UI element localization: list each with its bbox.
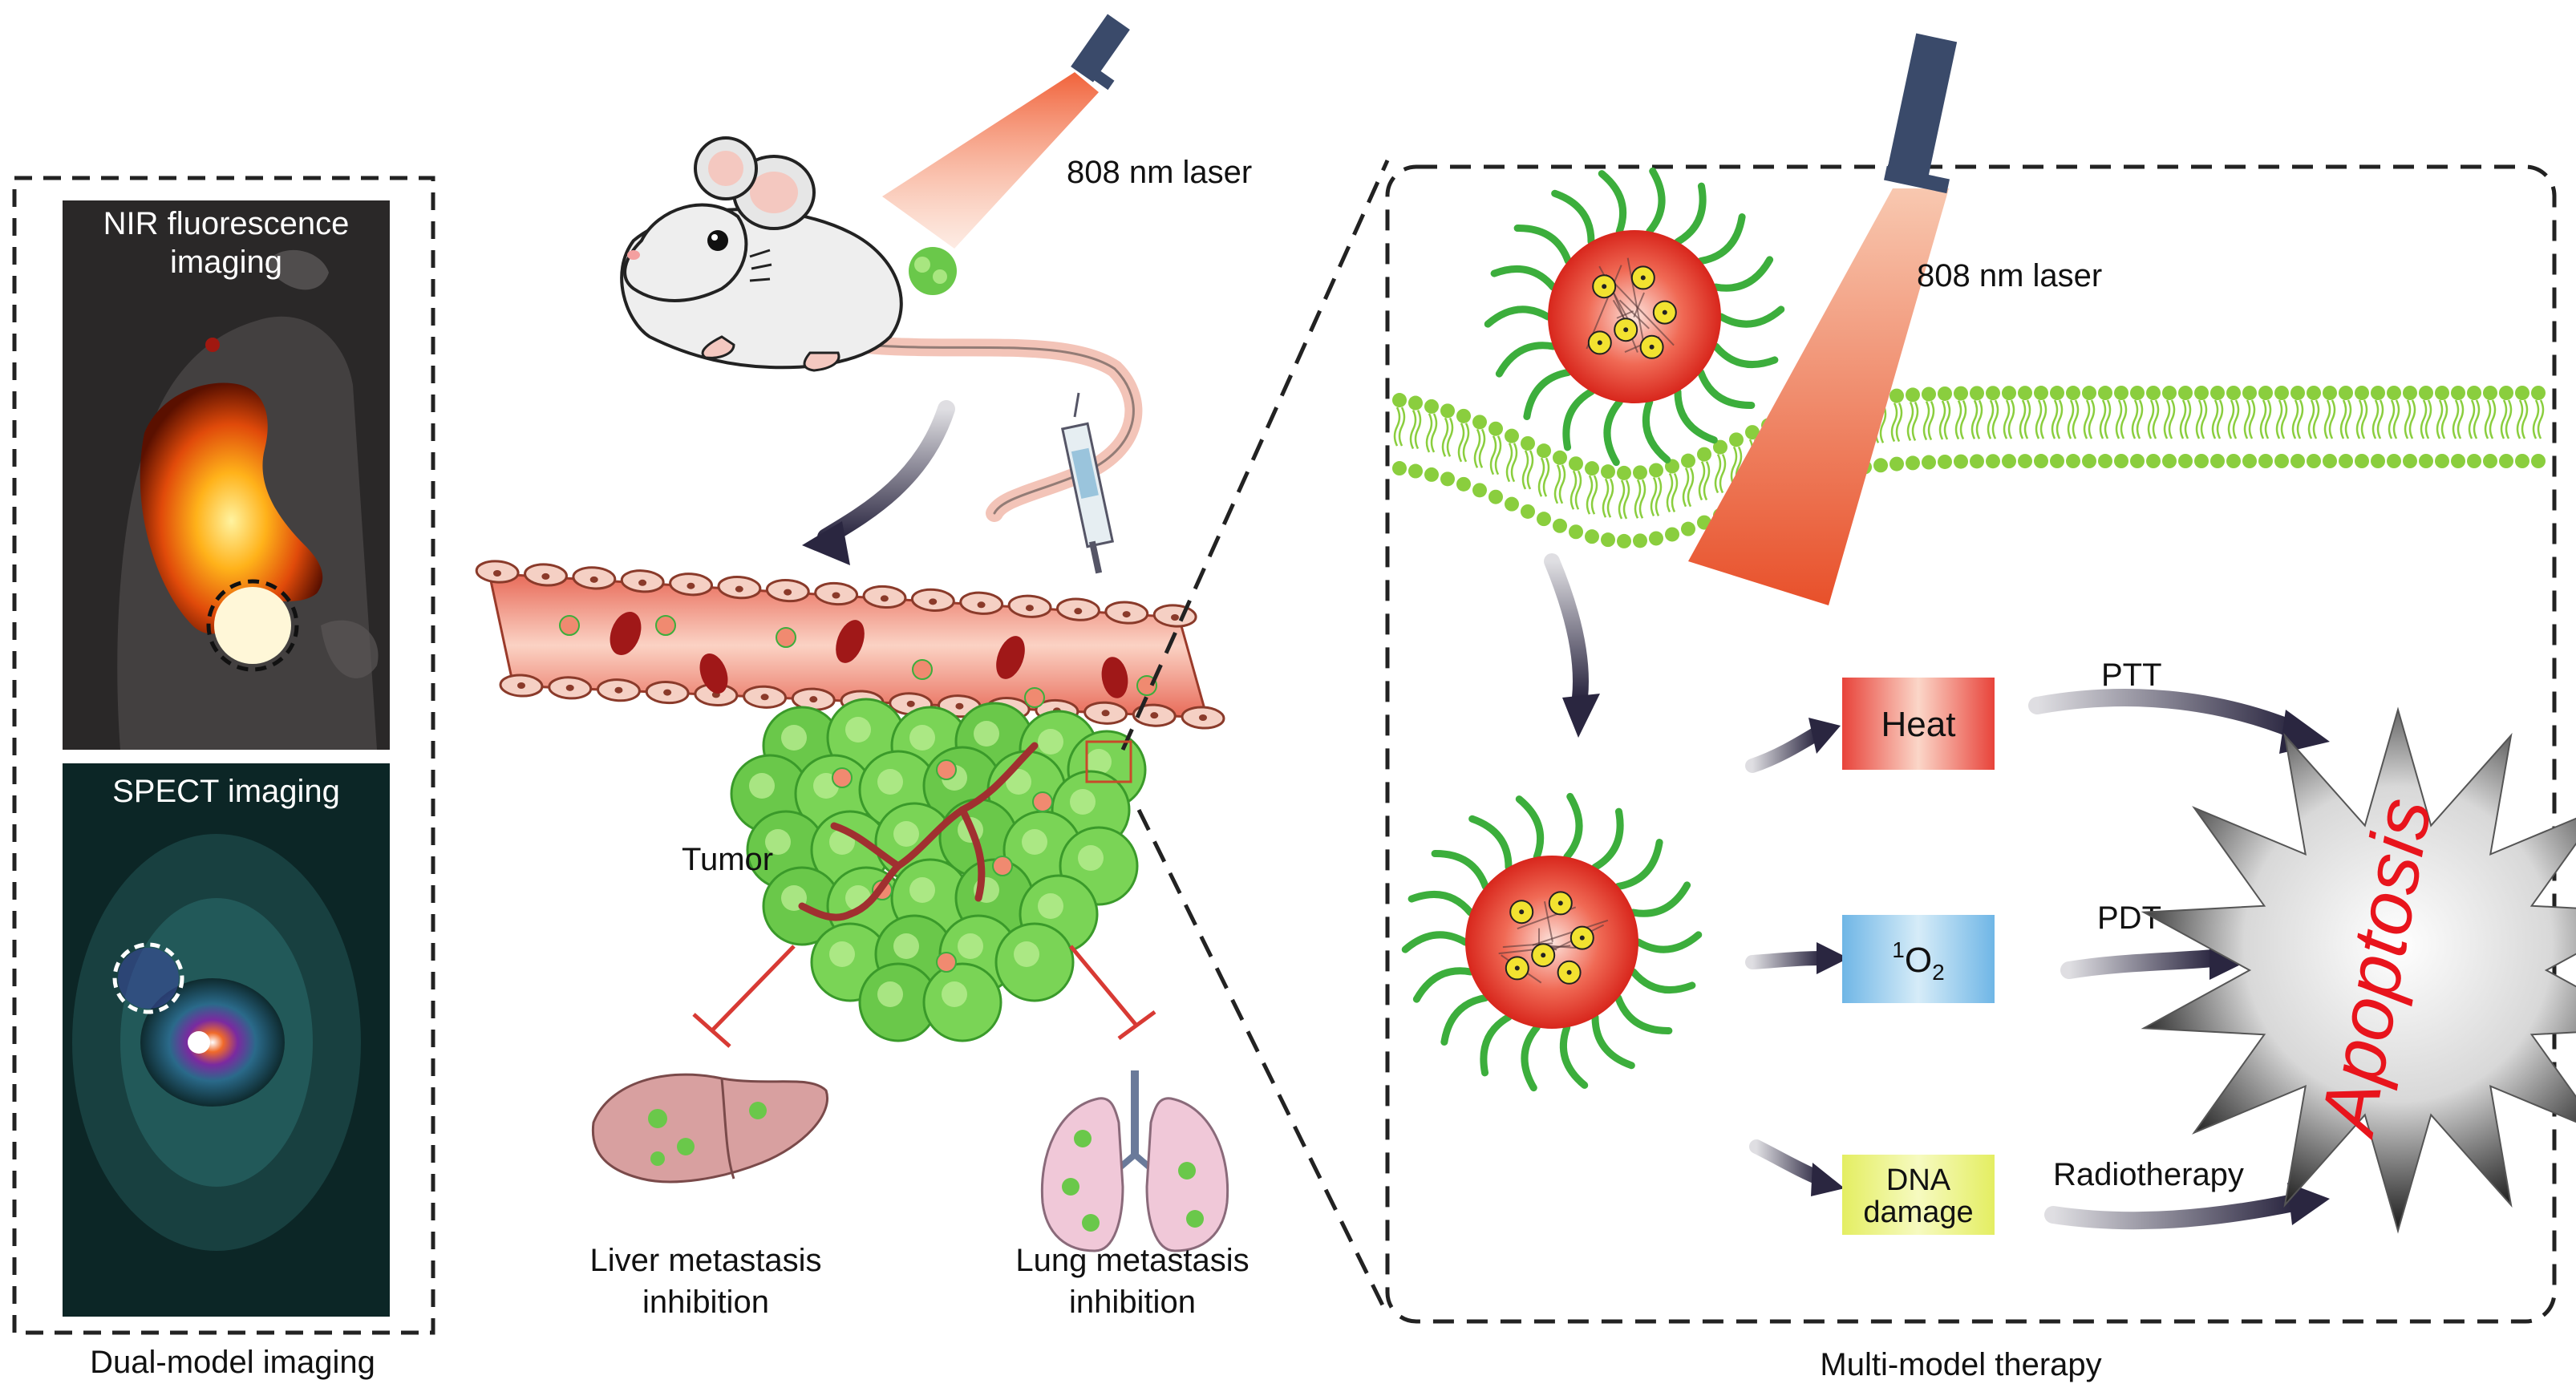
nanoparticle-top: [1488, 171, 1781, 462]
mouse-illustration: [622, 138, 1133, 513]
mouse-laser-device: [882, 14, 1130, 249]
nanoparticle-bottom: [1405, 796, 1699, 1087]
singlet-oxygen-superscript: 1: [1892, 937, 1905, 962]
liver-label-line2: inhibition: [642, 1285, 769, 1320]
tumor-mass: [731, 699, 1145, 1041]
dna-label-line2: damage: [1863, 1196, 1973, 1229]
uptake-arrow: [1552, 561, 1581, 698]
heat-label: Heat: [1881, 705, 1956, 744]
cell-membrane: [1392, 386, 2546, 548]
imaging-panel-title: Dual-model imaging: [90, 1345, 375, 1380]
therapy-laser-device: [1884, 34, 1957, 194]
liver-illustration: [593, 1074, 827, 1182]
singlet-oxygen-symbol: O: [1905, 941, 1932, 980]
nir-title-line2: imaging: [170, 245, 282, 280]
radiotherapy-label: Radiotherapy: [2053, 1157, 2244, 1192]
lung-illustration: [1042, 1070, 1227, 1251]
singlet-oxygen-subscript: 2: [1932, 960, 1945, 985]
arrow-to-singlet: [1752, 942, 1849, 974]
spect-title: SPECT imaging: [112, 774, 340, 809]
dna-label-line1: DNA: [1886, 1163, 1951, 1197]
therapy-panel-title: Multi-model therapy: [1820, 1347, 2101, 1382]
arrow-to-dna: [1756, 1147, 1845, 1196]
arrow-to-heat: [1752, 718, 1841, 766]
mouse-laser-label: 808 nm laser: [1067, 155, 1252, 190]
dual-model-imaging-panel: NIR fluorescence imaging SPECT imaging D…: [14, 178, 433, 1380]
tumor-label: Tumor: [682, 842, 773, 877]
lung-label-line2: inhibition: [1069, 1285, 1196, 1320]
nir-title-line1: NIR fluorescence: [103, 206, 350, 241]
nir-fluorescence-image: [63, 200, 390, 750]
multi-model-therapy-panel: 808 nm laser Heat 1O2 DNA damage: [1387, 34, 2576, 1321]
lung-label-line1: Lung metastasis: [1015, 1243, 1249, 1278]
therapy-laser-label: 808 nm laser: [1917, 258, 2102, 293]
pdt-label: PDT: [2097, 900, 2161, 936]
spect-image: [63, 763, 390, 1317]
mouse-to-vessel-arrow: [826, 409, 946, 537]
ptt-label: PTT: [2101, 658, 2162, 693]
liver-label-line1: Liver metastasis: [590, 1243, 822, 1278]
